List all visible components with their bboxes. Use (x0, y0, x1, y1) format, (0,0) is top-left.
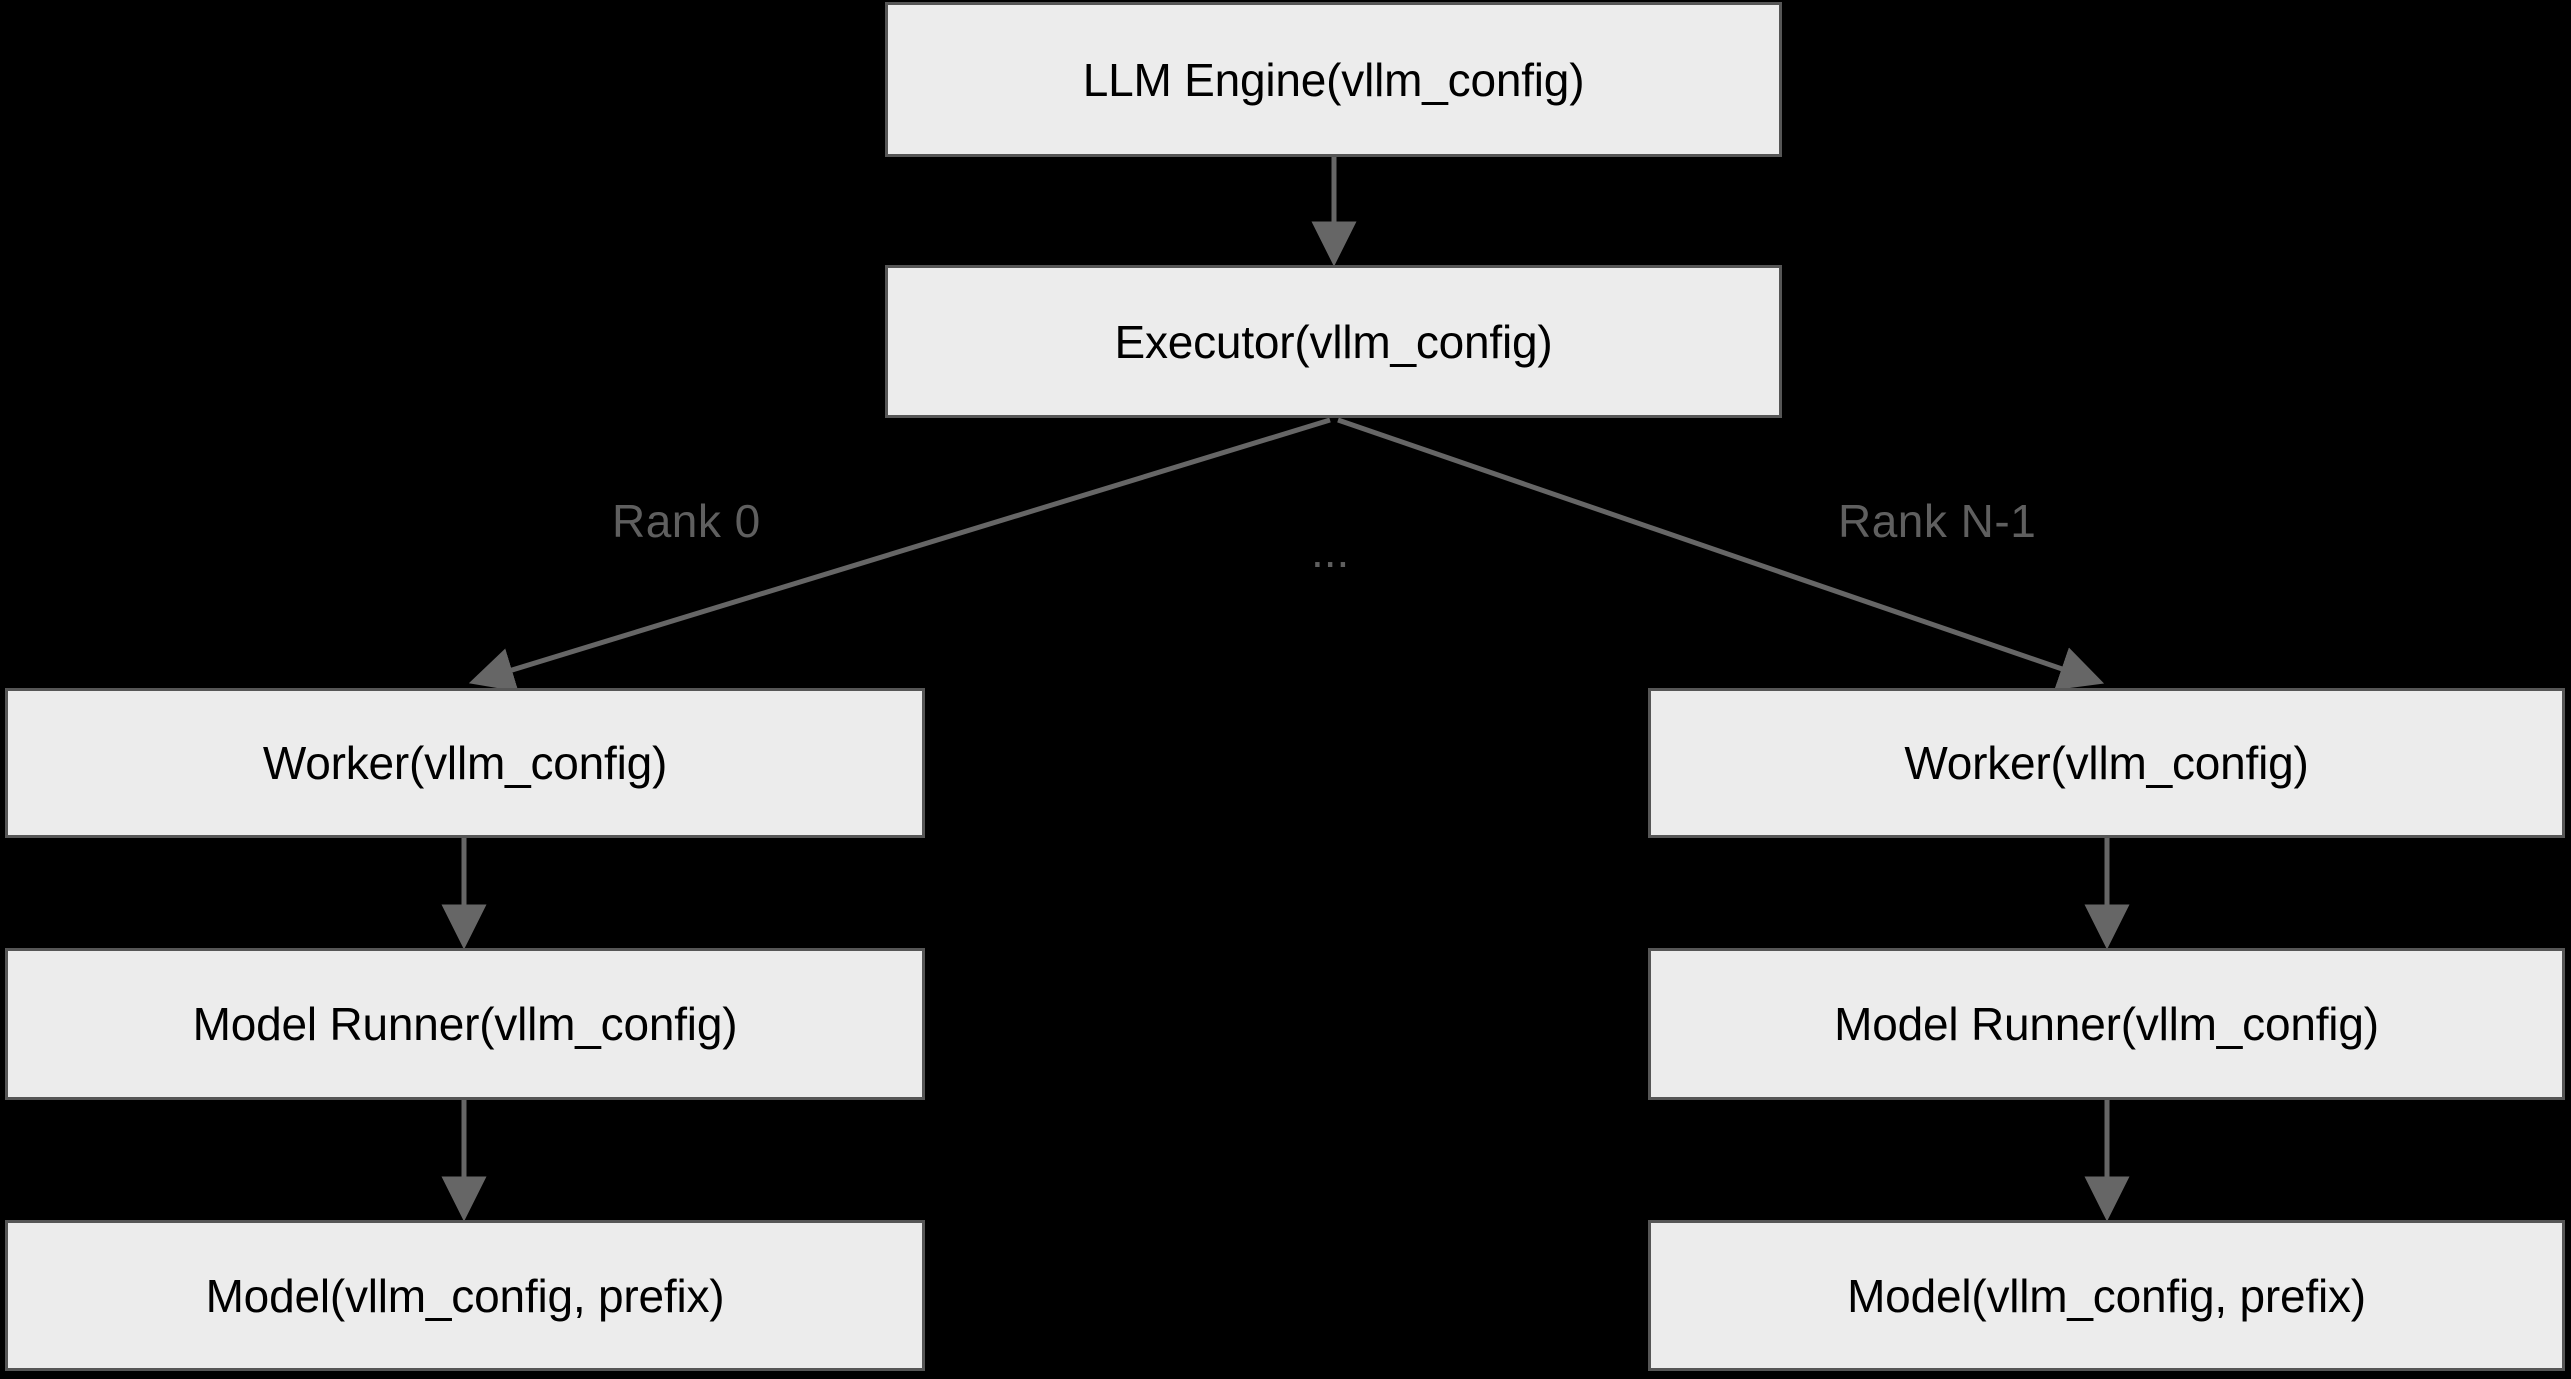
node-model-rank0[interactable]: Model(vllm_config, prefix) (5, 1220, 925, 1371)
edge-label-rank0: Rank 0 (612, 495, 761, 547)
node-worker-rank0[interactable]: Worker(vllm_config) (5, 688, 925, 838)
node-model-rankn-label: Model(vllm_config, prefix) (1847, 1269, 2366, 1322)
edge-label-ellipsis: ... (1311, 525, 1350, 577)
node-model-runner-rank0-label: Model Runner(vllm_config) (192, 998, 738, 1050)
node-executor[interactable]: Executor(vllm_config) (885, 265, 1782, 418)
node-llm-engine-label: LLM Engine(vllm_config) (1082, 53, 1585, 106)
node-model-rank0-label: Model(vllm_config, prefix) (205, 1269, 725, 1322)
edge-executor-to-worker-rankn (1337, 417, 2105, 691)
node-worker-rankn[interactable]: Worker(vllm_config) (1648, 688, 2565, 838)
node-model-runner-rank0[interactable]: Model Runner(vllm_config) (5, 948, 925, 1100)
node-model-rankn[interactable]: Model(vllm_config, prefix) (1648, 1220, 2565, 1371)
edge-label-rankn: Rank N-1 (1838, 495, 2037, 547)
edge-executor-to-worker-rank0 (468, 417, 1331, 692)
node-worker-rankn-label: Worker(vllm_config) (1904, 737, 2309, 789)
node-model-runner-rankn-label: Model Runner(vllm_config) (1834, 998, 2379, 1050)
node-executor-label: Executor(vllm_config) (1114, 315, 1553, 368)
node-llm-engine[interactable]: LLM Engine(vllm_config) (885, 2, 1782, 157)
node-worker-rank0-label: Worker(vllm_config) (262, 737, 668, 789)
node-model-runner-rankn[interactable]: Model Runner(vllm_config) (1648, 948, 2565, 1100)
